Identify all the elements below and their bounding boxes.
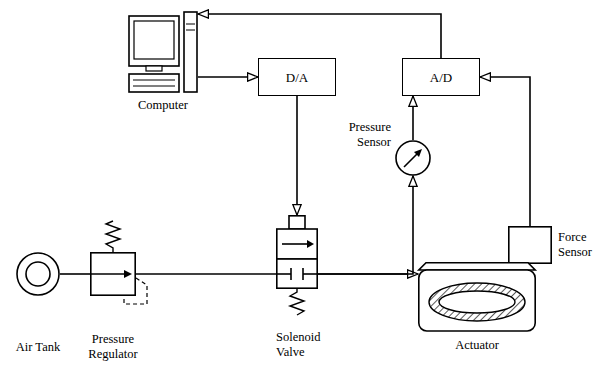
keyboard-outline <box>129 74 179 92</box>
label-slot: Computer <box>123 98 203 113</box>
component-label: Actuator <box>437 338 517 353</box>
actuator-symbol: Actuator <box>418 262 536 332</box>
monitor-screen <box>134 21 174 59</box>
signal-line <box>412 96 414 140</box>
gauge-dial <box>396 141 430 175</box>
actuator-symbol-drawing <box>418 262 536 332</box>
solenoid-coil <box>289 216 305 229</box>
box-label: A/D <box>430 70 452 85</box>
pressure-gauge-drawing <box>395 140 431 176</box>
valve-open-position <box>277 229 317 259</box>
regulator-spring <box>106 221 120 252</box>
signal-line <box>296 96 298 215</box>
solenoid-valve-symbol: Solenoid Valve <box>276 215 318 289</box>
flow-arrow <box>90 273 126 275</box>
monitor-outline <box>129 16 179 66</box>
force-sensor-outline <box>509 227 551 263</box>
computer-icon-drawing <box>128 10 198 94</box>
flow-arrow-head <box>124 270 132 278</box>
drive-slot <box>186 24 195 25</box>
signal-line <box>480 77 530 226</box>
label-slot: Solenoid Valve <box>276 330 332 360</box>
label-slot: Air Tank <box>0 340 78 355</box>
component-label: Air Tank <box>0 340 78 355</box>
signal-line <box>318 176 413 274</box>
label-slot: Pressure Regulator <box>78 332 148 362</box>
label-slot: Actuator <box>437 338 517 353</box>
air-tank-symbol: Air Tank <box>16 252 60 296</box>
connector-group <box>60 14 530 274</box>
gauge-needle-tip <box>414 149 422 157</box>
tower-outline <box>184 12 197 92</box>
blocked-port <box>290 268 292 280</box>
return-spring <box>290 289 304 315</box>
computer-icon: Computer <box>128 10 198 94</box>
blocked-port <box>276 273 291 275</box>
tank-outer-circle <box>17 253 59 295</box>
drive-slot <box>186 30 195 31</box>
component-label: Solenoid Valve <box>276 330 332 360</box>
box-label: D/A <box>286 70 308 85</box>
actuator-top-face <box>419 263 535 270</box>
blocked-port <box>303 273 318 275</box>
keyboard-row <box>133 80 175 81</box>
keyboard-row <box>133 86 175 87</box>
regulator-symbol: Pressure Regulator <box>90 252 136 296</box>
regulator-body <box>91 253 135 295</box>
tank-inner-circle <box>26 262 50 286</box>
bellows-inner <box>439 291 515 313</box>
signal-line <box>136 273 276 275</box>
force-sensor-box-drawing <box>508 226 552 264</box>
monitor-stand <box>146 66 162 71</box>
solenoid-valve-symbol-drawing <box>276 215 318 289</box>
signal-line <box>198 14 441 58</box>
signal-line <box>198 76 258 78</box>
component-label: Computer <box>123 98 203 113</box>
converter-box: A/D <box>402 58 480 96</box>
valve-closed-position <box>277 259 317 288</box>
actuator-body <box>419 270 535 331</box>
regulator-symbol-drawing <box>90 252 136 296</box>
pressure-gauge: Pressure Sensor <box>395 140 431 176</box>
component-label: Pressure Regulator <box>78 332 148 362</box>
label-slot: Force Sensor <box>558 230 608 260</box>
air-tank-symbol-drawing <box>16 252 60 296</box>
force-sensor-box: Force Sensor <box>508 226 552 264</box>
flow-arrow <box>282 243 309 245</box>
label-slot: Pressure Sensor <box>325 120 391 150</box>
component-label: Pressure Sensor <box>325 120 391 150</box>
component-label: Force Sensor <box>558 230 608 260</box>
signal-line <box>60 273 90 275</box>
bellows-hatched <box>429 283 525 321</box>
converter-box: D/A <box>258 58 336 96</box>
flow-arrow-head <box>307 240 314 248</box>
